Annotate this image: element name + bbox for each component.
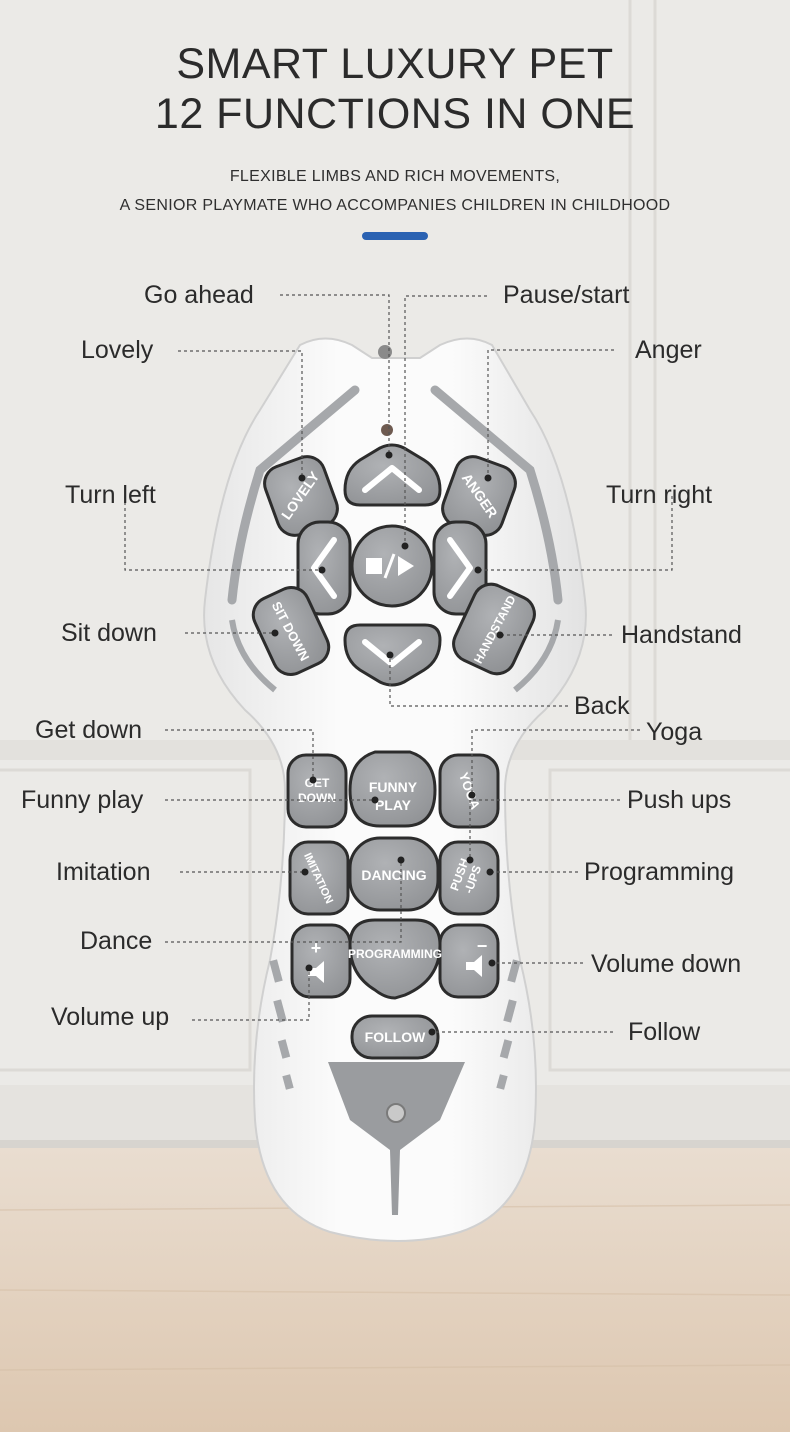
callout-sit-down: Sit down [61, 619, 157, 647]
headline-line-1: SMART LUXURY PET [176, 40, 614, 88]
callout-volume-up: Volume up [51, 1003, 170, 1031]
callout-dance: Dance [80, 927, 153, 955]
callout-volume-down: Volume down [591, 950, 742, 978]
volume-down-symbol: − [477, 936, 488, 956]
callout-follow: Follow [628, 1018, 701, 1046]
callout-anger: Anger [635, 336, 702, 364]
funny-play-button[interactable] [348, 750, 437, 828]
callout-programming: Programming [584, 858, 735, 886]
get-down-label-2: DOWN [298, 791, 336, 805]
funny-play-label-1: FUNNY [369, 779, 418, 795]
accent-bar [362, 232, 428, 240]
callout-lovely: Lovely [81, 336, 154, 364]
subtitle-line-1: FLEXIBLE LIMBS AND RICH MOVEMENTS, [229, 168, 561, 185]
follow-button[interactable] [350, 1014, 440, 1060]
dancing-button-label: DANCING [361, 867, 426, 883]
volume-down-button[interactable] [438, 923, 500, 999]
follow-button-label: FOLLOW [365, 1029, 426, 1045]
volume-up-button[interactable] [290, 923, 352, 999]
headline-line-2: 12 FUNCTIONS IN ONE [154, 90, 636, 138]
callout-turn-left: Turn left [65, 481, 156, 509]
callout-funny-play: Funny play [21, 786, 144, 814]
speaker-icon [308, 961, 324, 983]
callout-back: Back [574, 692, 630, 720]
callout-turn-right: Turn right [606, 481, 713, 509]
get-down-label-1: GET [305, 776, 330, 790]
funny-play-label-2: PLAY [375, 797, 412, 813]
pause-start-button[interactable] [350, 524, 434, 608]
callout-handstand: Handstand [621, 621, 742, 649]
volume-up-symbol: + [311, 938, 322, 958]
callout-push-ups: Push ups [627, 786, 732, 814]
callout-yoga: Yoga [646, 718, 703, 746]
programming-button-label: PROGRAMMING [348, 947, 442, 961]
callout-pause-start: Pause/start [503, 281, 630, 309]
callout-get-down: Get down [35, 716, 143, 744]
subtitle-line-2: A SENIOR PLAYMATE WHO ACCOMPANIES CHILDR… [119, 197, 671, 214]
callout-go-ahead: Go ahead [144, 281, 254, 309]
push-ups-button[interactable] [438, 840, 500, 916]
callout-imitation: Imitation [56, 858, 151, 886]
sit-down-button[interactable] [247, 582, 334, 681]
speaker-icon [466, 955, 482, 977]
